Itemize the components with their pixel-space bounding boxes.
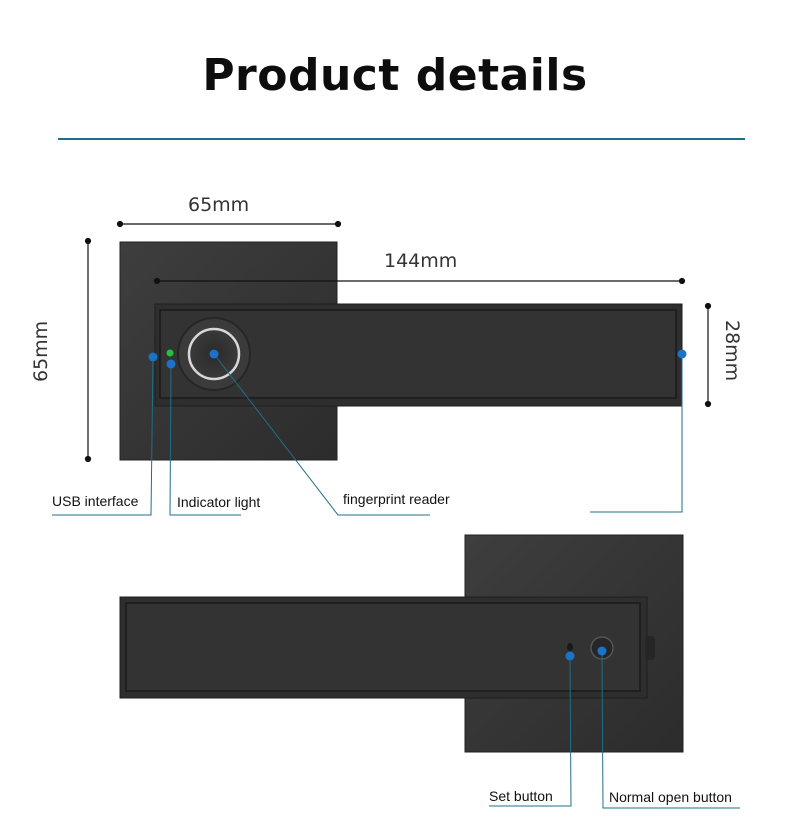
handle-end-marker [677, 349, 687, 359]
fingerprint-reader-label: fingerprint reader [343, 491, 450, 507]
fingerprint-marker [209, 349, 219, 359]
callout-markers-bottom [565, 646, 607, 661]
handle-length-label: 144mm [384, 250, 458, 272]
set-button-label: Set button [489, 788, 553, 804]
page-title: Product details [202, 50, 588, 101]
plate-height-label: 65mm [30, 320, 52, 382]
normal-open-button-label: Normal open button [609, 789, 732, 805]
bottom-handle [119, 596, 655, 699]
indicator-light-icon [166, 349, 174, 357]
callout-markers-top [148, 349, 687, 369]
callout-leaders-bottom [489, 650, 740, 809]
indicator-light-marker [166, 359, 176, 369]
set-button-marker [565, 651, 575, 661]
top-handle [154, 303, 683, 407]
indicator-light-label: Indicator light [177, 494, 261, 510]
normal-open-button-marker [597, 646, 607, 656]
callout-leaders-top [52, 353, 683, 516]
usb-interface-label: USB interface [52, 493, 139, 509]
set-button-icon [567, 643, 573, 651]
dimension-lines-top [84, 220, 712, 463]
handle-height-label: 28mm [721, 320, 743, 382]
plate-width-label: 65mm [188, 194, 250, 216]
usb-interface-marker [148, 352, 158, 362]
title-divider [58, 138, 745, 140]
